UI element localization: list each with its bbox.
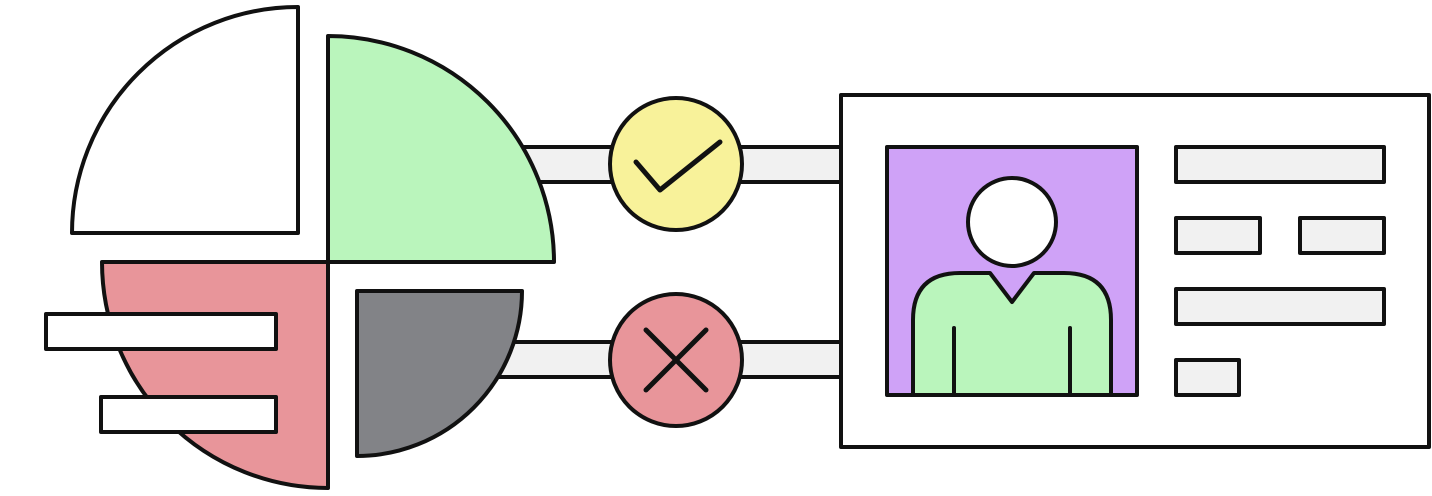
approve-circle xyxy=(608,96,744,232)
checkmark-icon xyxy=(633,139,723,193)
pie-chart-icon xyxy=(44,5,556,490)
legend-bar-bottom xyxy=(99,395,278,434)
person-shirt xyxy=(911,271,1113,397)
reject-badge xyxy=(608,292,744,428)
info-line-2b xyxy=(1298,216,1386,255)
pie-slice-gray xyxy=(355,289,524,458)
info-line-2a xyxy=(1174,216,1262,255)
info-line-1 xyxy=(1174,145,1386,184)
info-line-4 xyxy=(1174,358,1241,397)
legend-bar-top xyxy=(44,312,278,351)
pie-slice-red xyxy=(100,260,330,490)
pie-slice-white xyxy=(70,5,300,235)
profile-card-icon xyxy=(839,93,1431,449)
info-line-3 xyxy=(1174,287,1386,326)
person-avatar-icon xyxy=(911,176,1113,397)
cross-icon xyxy=(643,327,709,393)
pie-slice-green xyxy=(326,34,556,264)
person-head xyxy=(966,176,1058,268)
approve-badge xyxy=(608,96,744,232)
